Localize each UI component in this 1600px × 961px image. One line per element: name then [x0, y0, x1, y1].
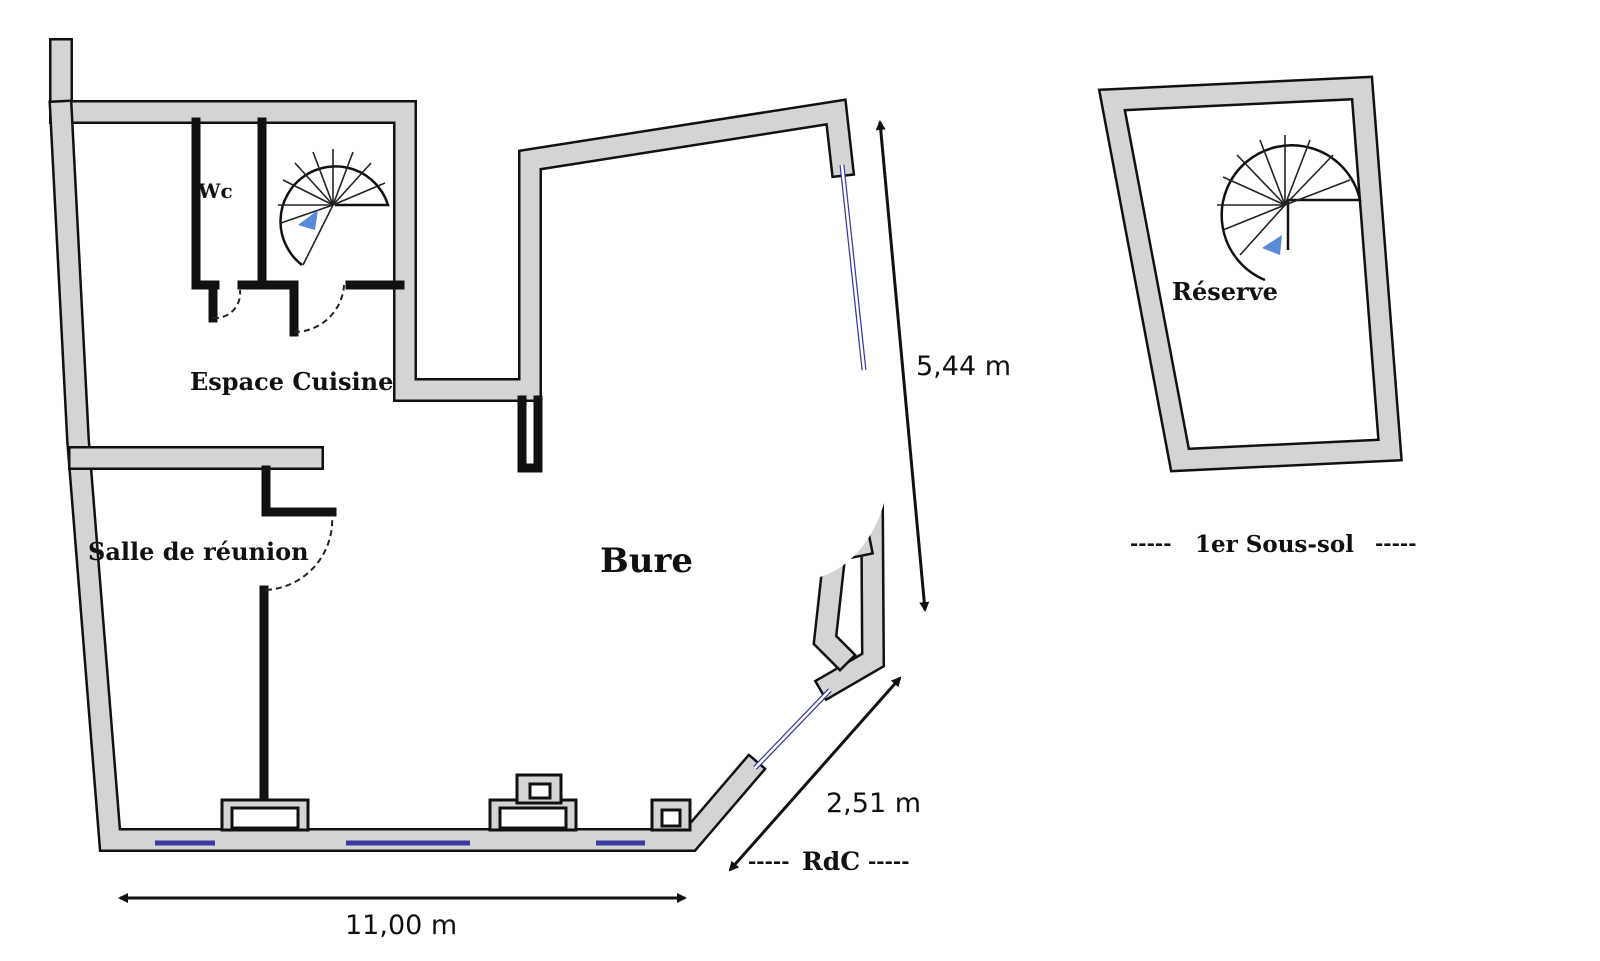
dimension-height: 5,44 m	[916, 351, 1011, 382]
stair-arrow-icon	[1262, 235, 1282, 255]
level-label-ground: ----- RdC -----	[748, 847, 910, 876]
svg-text:-----: -----	[1375, 531, 1417, 555]
svg-text:1er Sous-sol: 1er Sous-sol	[1195, 531, 1354, 558]
dimension-width: 11,00 m	[345, 910, 457, 941]
room-label-office: Bure	[600, 541, 693, 581]
dimension-arrow-height	[875, 120, 930, 612]
svg-text:-----: -----	[1130, 531, 1172, 555]
dimension-diagonal: 2,51 m	[826, 788, 921, 819]
svg-text:-----: -----	[748, 849, 790, 873]
stair-arrow-icon	[298, 210, 318, 230]
basement-walls	[1097, 75, 1403, 473]
room-label-storage: Réserve	[1172, 277, 1278, 306]
spiral-staircase-ground	[278, 149, 390, 266]
room-label-wc: Wc	[197, 179, 233, 203]
dimension-arrow-diagonal	[728, 676, 902, 872]
spiral-staircase-basement	[1217, 135, 1362, 282]
room-label-kitchen: Espace Cuisine	[190, 367, 393, 396]
svg-text:RdC: RdC	[802, 847, 860, 876]
svg-text:-----: -----	[868, 849, 910, 873]
level-label-basement: ----- 1er Sous-sol -----	[1130, 531, 1417, 558]
room-label-meeting: Salle de réunion	[88, 537, 309, 566]
